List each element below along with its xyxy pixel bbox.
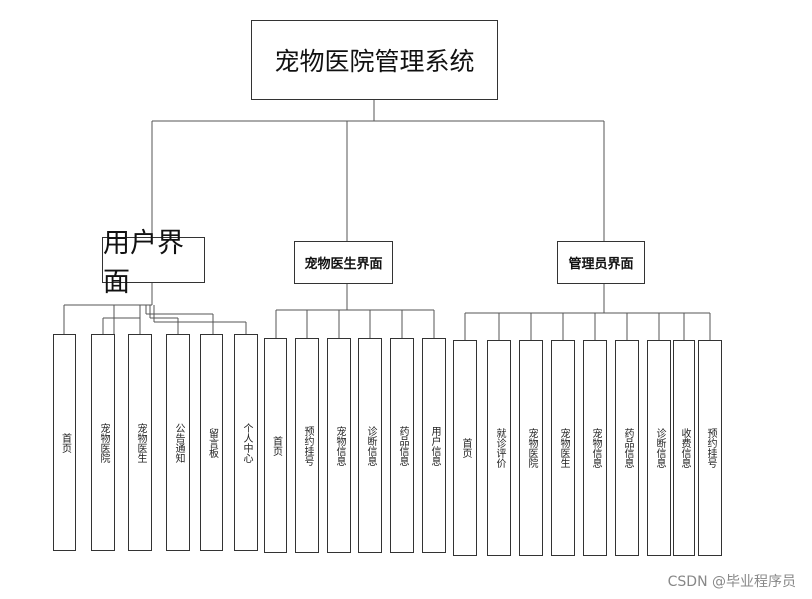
leaf-label: 诊断信息: [365, 425, 376, 466]
leaf-admin-pet-doctor: 宠物医生: [551, 340, 575, 556]
leaf-label: 收费信息: [679, 428, 690, 468]
leaf-label: 预约挂号: [302, 425, 313, 466]
leaf-label: 首页: [270, 435, 282, 456]
leaf-label: 留言板: [206, 427, 218, 458]
leaf-user-announcement: 公告通知: [166, 334, 190, 551]
leaf-admin-pet-hospital: 宠物医院: [519, 340, 543, 556]
leaf-label: 预约挂号: [705, 428, 716, 468]
leaf-label: 用户信息: [429, 425, 440, 466]
section-admin-interface: 管理员界面: [557, 241, 645, 284]
leaf-admin-diagnosis-info: 诊断信息: [647, 340, 671, 556]
leaf-label: 首页: [460, 438, 471, 458]
leaf-label: 宠物医生: [558, 428, 569, 468]
leaf-label: 宠物信息: [590, 428, 601, 468]
leaf-user-pet-doctor: 宠物医生: [128, 334, 152, 551]
root-node-title: 宠物医院管理系统: [251, 20, 498, 100]
leaf-label: 诊断信息: [654, 428, 665, 468]
leaf-label: 首页: [59, 432, 71, 453]
section-doctor-interface: 宠物医生界面: [294, 241, 393, 284]
leaf-doctor-appointment: 预约挂号: [295, 338, 319, 553]
leaf-label: 药品信息: [622, 428, 633, 468]
leaf-label: 个人中心: [241, 422, 252, 463]
leaf-doctor-pet-info: 宠物信息: [327, 338, 351, 553]
leaf-doctor-home: 首页: [264, 338, 287, 553]
section-user-interface: 用户界面: [102, 228, 205, 298]
leaf-user-personal-center: 个人中心: [234, 334, 258, 551]
leaf-admin-fee-info: 收费信息: [673, 340, 695, 556]
leaf-user-pet-hospital: 宠物医院: [91, 334, 115, 551]
leaf-label: 药品信息: [397, 425, 408, 466]
leaf-admin-home: 首页: [453, 340, 477, 556]
leaf-admin-medicine-info: 药品信息: [615, 340, 639, 556]
leaf-doctor-user-info: 用户信息: [422, 338, 446, 553]
leaf-label: 宠物医生: [135, 422, 146, 463]
leaf-doctor-diagnosis-info: 诊断信息: [358, 338, 382, 553]
watermark-text: CSDN @毕业程序员: [667, 574, 796, 590]
leaf-doctor-medicine-info: 药品信息: [390, 338, 414, 553]
leaf-user-message-board: 留言板: [200, 334, 223, 551]
leaf-admin-pet-info: 宠物信息: [583, 340, 607, 556]
leaf-label: 公告通知: [173, 422, 184, 463]
leaf-label: 宠物医院: [98, 422, 109, 463]
leaf-user-home: 首页: [53, 334, 76, 551]
leaf-label: 宠物医院: [526, 428, 537, 468]
leaf-admin-appointment: 预约挂号: [698, 340, 722, 556]
leaf-label: 宠物信息: [334, 425, 345, 466]
leaf-label: 就诊评价: [494, 428, 505, 468]
leaf-admin-evaluation: 就诊评价: [487, 340, 511, 556]
